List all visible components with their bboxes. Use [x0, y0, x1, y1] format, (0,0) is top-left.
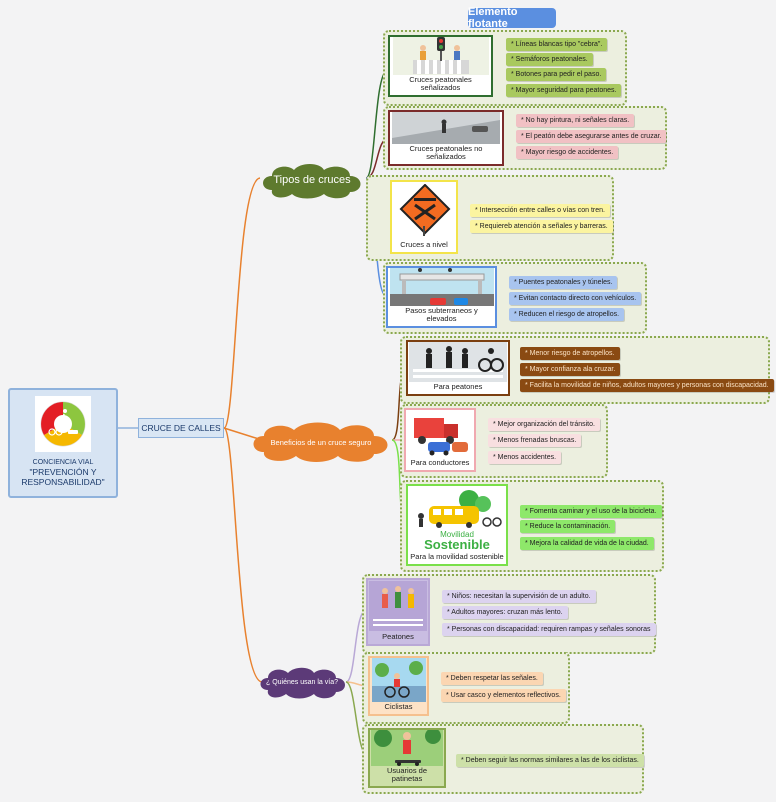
topic-label: ¿ Quiénes usan la vía? [266, 678, 338, 686]
list-item[interactable]: * Facilita la movilidad de niños, adulto… [520, 379, 774, 392]
card-subterraneos[interactable]: Pasos subterraneos y elevados [386, 266, 497, 328]
list-item[interactable]: * Fomenta caminar y el uso de la bicicle… [520, 505, 662, 518]
list-item[interactable]: * Niños: necesitan la supervisión de un … [442, 590, 596, 603]
list-item[interactable]: * Intersección entre calles o vías con t… [470, 204, 610, 217]
unmarked-road-image-icon [390, 112, 502, 144]
list-item[interactable]: * Reduce la contaminación. [520, 520, 616, 533]
list-item[interactable]: * No hay pintura, ni señales claras. [516, 114, 635, 127]
card-caption: Ciclistas [384, 701, 413, 711]
list-item[interactable]: * Reducen el riesgo de atropellos. [509, 308, 625, 321]
list-item[interactable]: * Botones para pedir el paso. [506, 68, 607, 81]
card-caption: Pasos subterraneos y elevados [405, 305, 478, 323]
card-caption: Para peatones [433, 381, 483, 391]
card-peatones[interactable]: Peatones [366, 578, 430, 646]
pedestrians-crossing-image-icon [408, 342, 508, 382]
root-node[interactable]: CONCIENCIA VIAL "PREVENCIÓN Y RESPONSABI… [8, 388, 118, 498]
list-item[interactable]: * El peatón debe asegurarse antes de cru… [516, 130, 667, 143]
card-nivel[interactable]: Cruces a nivel [390, 180, 458, 254]
card-no-senalizados[interactable]: Cruces peatonales no señalizados [388, 110, 504, 166]
list-item[interactable]: * Mejor organización del tránsito. [488, 418, 600, 431]
list-item[interactable]: * Puentes peatonales y túneles. [509, 276, 618, 289]
cloud-shape-icon [253, 422, 388, 462]
card-caption: Cruces a nivel [400, 239, 448, 249]
movilidad-text: Movilidad [440, 530, 474, 539]
list-item[interactable]: * Mejora la calidad de vida de la ciudad… [520, 537, 654, 550]
card-para-peatones[interactable]: Para peatones [406, 340, 510, 396]
card-caption: Usuarios de patinetas [386, 765, 428, 783]
topic-label: Beneficios de un cruce seguro [270, 437, 372, 447]
list-item[interactable]: * Evitan contacto directo con vehículos. [509, 292, 642, 305]
crosswalk-image-icon [390, 37, 491, 75]
sustainable-mobility-image-icon: Movilidad Sostenible [408, 486, 506, 552]
card-caption: Cruces peatonales no señalizados [409, 143, 483, 161]
list-item[interactable]: * Menos frenadas bruscas. [488, 434, 582, 447]
card-movilidad-sostenible[interactable]: Movilidad Sostenible Para la movilidad s… [406, 484, 508, 566]
railroad-crossing-sign-icon [392, 182, 456, 240]
cloud-shape-icon [263, 164, 361, 199]
card-senalizados[interactable]: Cruces peatonales señalizados [388, 35, 493, 97]
list-item[interactable]: * Mayor seguridad para peatones. [506, 84, 622, 97]
list-item[interactable]: * Usar casco y elementos reflectivos. [441, 689, 566, 702]
sostenible-text: Sostenible [424, 537, 490, 552]
list-item[interactable]: * Líneas blancas tipo "cebra". [506, 38, 608, 51]
cloud-shape-icon [260, 667, 345, 699]
list-item[interactable]: * Requiereb atención a señales y barrera… [470, 220, 613, 233]
topic-tipos-de-cruces[interactable]: Tipos de cruces [258, 160, 366, 200]
topic-beneficios[interactable]: Beneficios de un cruce seguro [248, 420, 394, 464]
list-item[interactable]: * Semáforos peatonales. [506, 53, 593, 66]
card-para-conductores[interactable]: Para conductores [404, 408, 476, 472]
card-ciclistas[interactable]: Ciclistas [368, 656, 429, 716]
pedestrian-bridge-image-icon [388, 268, 495, 306]
list-item[interactable]: * Deben respetar las señales. [441, 672, 543, 685]
root-title: "PREVENCIÓN Y RESPONSABILIDAD" [21, 467, 105, 487]
card-caption: Para conductores [410, 457, 470, 467]
skateboard-user-image-icon [370, 730, 444, 766]
floating-element-label[interactable]: Elemento flotante [468, 6, 556, 30]
card-caption: Para la movilidad sostenible [410, 551, 504, 561]
list-item[interactable]: * Adultos mayores: cruzan más lento. [442, 606, 568, 619]
list-item[interactable]: * Menos accidentes. [488, 451, 562, 464]
logo-label: CONCIENCIA VIAL [32, 459, 94, 466]
list-item[interactable]: * Deben seguir las normas similares a la… [456, 754, 644, 767]
topic-quienes[interactable]: ¿ Quiénes usan la vía? [256, 664, 348, 700]
list-item[interactable]: * Mayor riesgo de accidentes. [516, 146, 619, 159]
list-item[interactable]: * Menor riesgo de atropellos. [520, 347, 620, 360]
main-topic-node[interactable]: CRUCE DE CALLES [138, 418, 224, 438]
list-item[interactable]: * Personas con discapacidad: requiren ra… [442, 623, 656, 636]
card-caption: Cruces peatonales señalizados [409, 74, 472, 92]
road-safety-logo-icon [35, 396, 91, 452]
card-caption: Peatones [382, 631, 414, 641]
list-item[interactable]: * Mayor confianza ala cruzar. [520, 363, 621, 376]
cyclists-image-icon [370, 658, 427, 702]
traffic-vehicles-image-icon [406, 410, 474, 458]
walking-people-image-icon [368, 580, 428, 632]
card-patinetas[interactable]: Usuarios de patinetas [368, 728, 446, 788]
topic-label: Tipos de cruces [273, 174, 351, 186]
